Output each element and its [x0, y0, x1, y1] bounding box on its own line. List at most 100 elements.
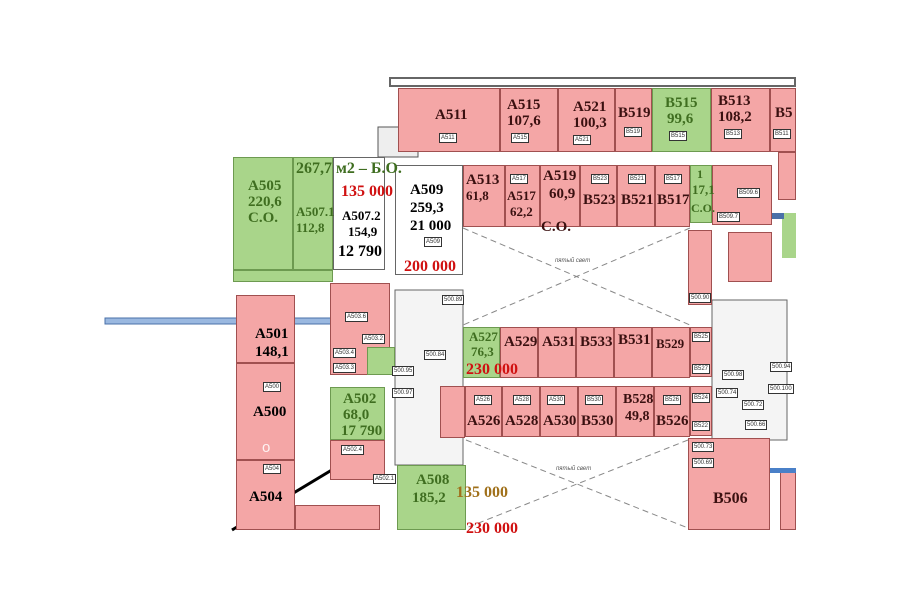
room-A522-A524[interactable]	[440, 386, 465, 438]
room-label: B529	[656, 336, 685, 351]
room-label: A526	[467, 413, 501, 429]
watermark-letter: x	[630, 439, 638, 456]
watermark-letter: e	[570, 439, 579, 456]
room-label: A519	[543, 168, 577, 184]
light-well-label: пятый свет	[556, 466, 592, 472]
price-label: 230 000	[466, 520, 518, 537]
room-tag: A526	[474, 395, 493, 405]
room-tag: 500.100	[768, 384, 794, 394]
room-tag: B509.7	[717, 212, 741, 222]
room-tag: A530	[547, 395, 566, 405]
room-area: 154,9	[348, 224, 378, 239]
room-tag: A503.2	[362, 334, 386, 344]
room-tag: A517	[510, 174, 529, 184]
room-label: A521	[573, 99, 607, 115]
room-tag: A502.4	[341, 445, 365, 455]
room-label: A502	[343, 391, 377, 407]
room-B533[interactable]: B533	[576, 327, 614, 378]
combined-area-label: 267,7 м2 – Б.О.	[296, 160, 402, 177]
room-tag: B519	[624, 127, 643, 137]
room-tag: A515	[511, 133, 530, 143]
room-tag: A503.4	[333, 348, 357, 358]
room-right-strip[interactable]	[778, 152, 796, 200]
watermark-letter: r	[318, 441, 323, 458]
room-label: 1	[697, 167, 703, 181]
room-area: 62,2	[510, 204, 533, 219]
room-B509-group[interactable]: B509.7 B509.6	[712, 165, 772, 225]
room-label: B506	[713, 490, 748, 507]
price-label: 135 000	[456, 484, 508, 501]
blue-marker	[770, 468, 796, 473]
room-tag: A504	[263, 464, 282, 474]
room-status: C.O.	[691, 201, 715, 215]
room-tag: B509.6	[737, 188, 761, 198]
watermark-letter: o	[262, 439, 271, 456]
room-area: 259,3	[410, 200, 444, 216]
room-B529[interactable]: B529	[652, 327, 690, 378]
room-tag: 500.95	[392, 366, 415, 376]
room-A502-group[interactable]: A502.4	[330, 440, 385, 480]
room-tag: A500	[263, 382, 282, 392]
room-B531[interactable]: B531	[614, 327, 652, 378]
room-status: C.O.	[248, 210, 278, 226]
room-A529[interactable]: A529	[500, 327, 538, 378]
room-B506[interactable]: B506	[688, 438, 770, 530]
room-tag: A511	[439, 133, 457, 143]
room-label: A528	[505, 413, 539, 429]
room-tag: A521	[573, 135, 592, 145]
room-status: C.O.	[541, 219, 571, 235]
room-label: B521	[621, 192, 654, 208]
room-A503-1[interactable]	[367, 347, 395, 375]
room-tag: 500.90	[689, 293, 712, 303]
room-tag: 500.72	[742, 400, 765, 410]
room-label: A517	[507, 188, 536, 203]
room-tag: A503.3	[333, 363, 357, 373]
room-right-lower[interactable]	[780, 470, 796, 530]
room-A506[interactable]	[295, 505, 380, 530]
room-label: B5	[775, 105, 793, 121]
room-tag: 500.74	[716, 388, 739, 398]
room-tag: 500.73	[692, 442, 715, 452]
room-tag: 500.84	[424, 350, 447, 360]
room-A505-strip[interactable]	[233, 270, 333, 282]
room-B509-small[interactable]	[728, 232, 772, 282]
room-B509-column[interactable]: 500.90	[688, 230, 712, 305]
room-tag: B523	[591, 174, 610, 184]
watermark-letter: t	[487, 439, 492, 456]
room-tag: B527	[692, 364, 711, 374]
room-A531[interactable]: A531	[538, 327, 576, 378]
